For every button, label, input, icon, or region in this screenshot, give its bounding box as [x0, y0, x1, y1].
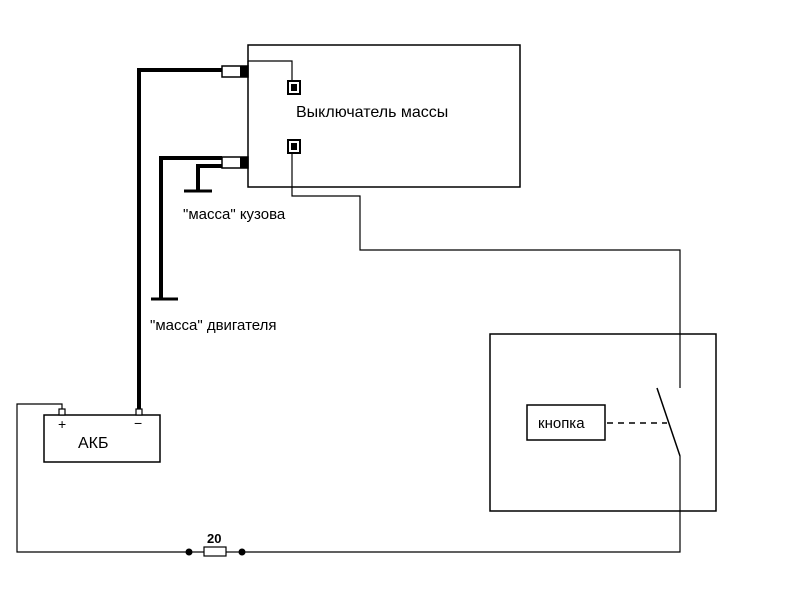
wire-battery-minus: [137, 68, 222, 412]
button-contact-lever: [656, 387, 681, 457]
engine-ground-label: "масса" двигателя: [150, 317, 277, 334]
wire-engine-ground: [159, 156, 222, 298]
battery-minus-sign: −: [134, 415, 142, 431]
wire-switch-to-button: [291, 153, 681, 388]
button-housing: [489, 333, 717, 512]
battery-plus-sign: +: [58, 416, 66, 432]
switch-label: Выключатель массы: [296, 104, 448, 121]
switch-contact-bottom-inner: [291, 143, 297, 150]
button-label: кнопка: [538, 415, 585, 432]
fuse-node-left: [185, 548, 193, 556]
body-ground-label: "масса" кузова: [183, 206, 286, 223]
wire-fuse-to-button: [242, 456, 681, 553]
switch-terminal-top-left-tip: [240, 66, 248, 77]
battery-terminal-minus: [135, 408, 143, 416]
battery-box: [43, 414, 161, 463]
button-box: [526, 404, 606, 441]
wire-body-ground: [196, 164, 222, 190]
battery-terminal-plus: [58, 408, 66, 416]
battery-label: АКБ: [78, 435, 109, 452]
wire-battery-plus: [16, 403, 189, 553]
switch-terminal-bottom-left-tip: [240, 157, 248, 168]
wire-internal-top: [248, 60, 293, 81]
fuse-rating: 20: [207, 531, 221, 546]
fuse-body: [203, 546, 227, 557]
switch-box: [247, 44, 521, 188]
fuse-node-right: [238, 548, 246, 556]
switch-contact-top-inner: [291, 84, 297, 91]
